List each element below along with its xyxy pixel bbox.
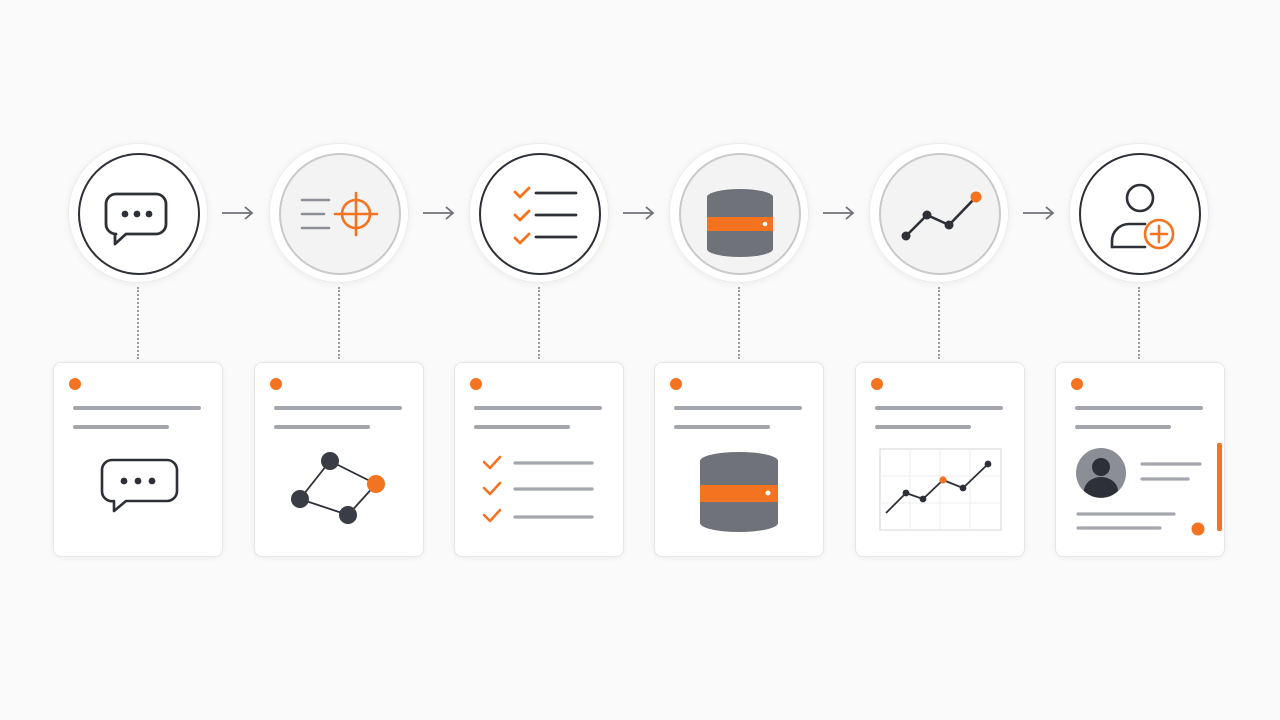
placeholder-title-line — [674, 406, 802, 410]
status-dot — [270, 378, 282, 390]
step-5-node — [869, 143, 1009, 283]
step-2-card — [254, 362, 424, 557]
step-3-node — [469, 143, 609, 283]
placeholder-subtitle-line — [474, 425, 570, 429]
placeholder-subtitle-line — [875, 425, 971, 429]
placeholder-subtitle-line — [274, 425, 370, 429]
step-4-card — [654, 362, 824, 557]
add-user-icon — [1110, 183, 1175, 250]
status-dot — [69, 378, 81, 390]
placeholder-title-line — [474, 406, 602, 410]
dotted-connector — [137, 287, 141, 359]
step-5-card — [855, 362, 1025, 557]
chat-bubble-icon — [104, 192, 168, 246]
placeholder-subtitle-line — [73, 425, 169, 429]
dotted-connector — [338, 287, 342, 359]
arrow-right-icon — [222, 206, 254, 220]
step-6-node — [1069, 143, 1209, 283]
placeholder-subtitle-line — [1075, 425, 1171, 429]
step-3-card — [454, 362, 624, 557]
placeholder-title-line — [274, 406, 402, 410]
dotted-connector — [938, 287, 942, 359]
arrow-right-icon — [1023, 206, 1055, 220]
step-4-node — [669, 143, 809, 283]
step-1-card — [53, 362, 223, 557]
database-icon — [700, 452, 778, 532]
database-icon — [707, 189, 773, 257]
placeholder-title-line — [1075, 406, 1203, 410]
line-chart-icon — [879, 448, 1002, 531]
user-profile-icon — [1076, 443, 1222, 536]
step-1-node — [68, 143, 208, 283]
dotted-connector — [1138, 287, 1142, 359]
target-crosshair-icon — [300, 191, 379, 237]
placeholder-title-line — [875, 406, 1003, 410]
status-dot — [1071, 378, 1083, 390]
step-2-node — [269, 143, 409, 283]
dotted-connector — [538, 287, 542, 359]
checklist-icon — [513, 186, 578, 245]
status-dot — [871, 378, 883, 390]
arrow-right-icon — [823, 206, 855, 220]
chat-bubble-icon — [100, 458, 179, 513]
arrow-right-icon — [423, 206, 455, 220]
status-dot — [670, 378, 682, 390]
placeholder-subtitle-line — [674, 425, 770, 429]
network-graph-icon — [291, 452, 385, 524]
arrow-right-icon — [623, 206, 655, 220]
status-dot — [470, 378, 482, 390]
dotted-connector — [738, 287, 742, 359]
step-6-card — [1055, 362, 1225, 557]
checklist-icon — [482, 455, 594, 523]
placeholder-title-line — [73, 406, 201, 410]
line-chart-icon — [901, 191, 982, 241]
